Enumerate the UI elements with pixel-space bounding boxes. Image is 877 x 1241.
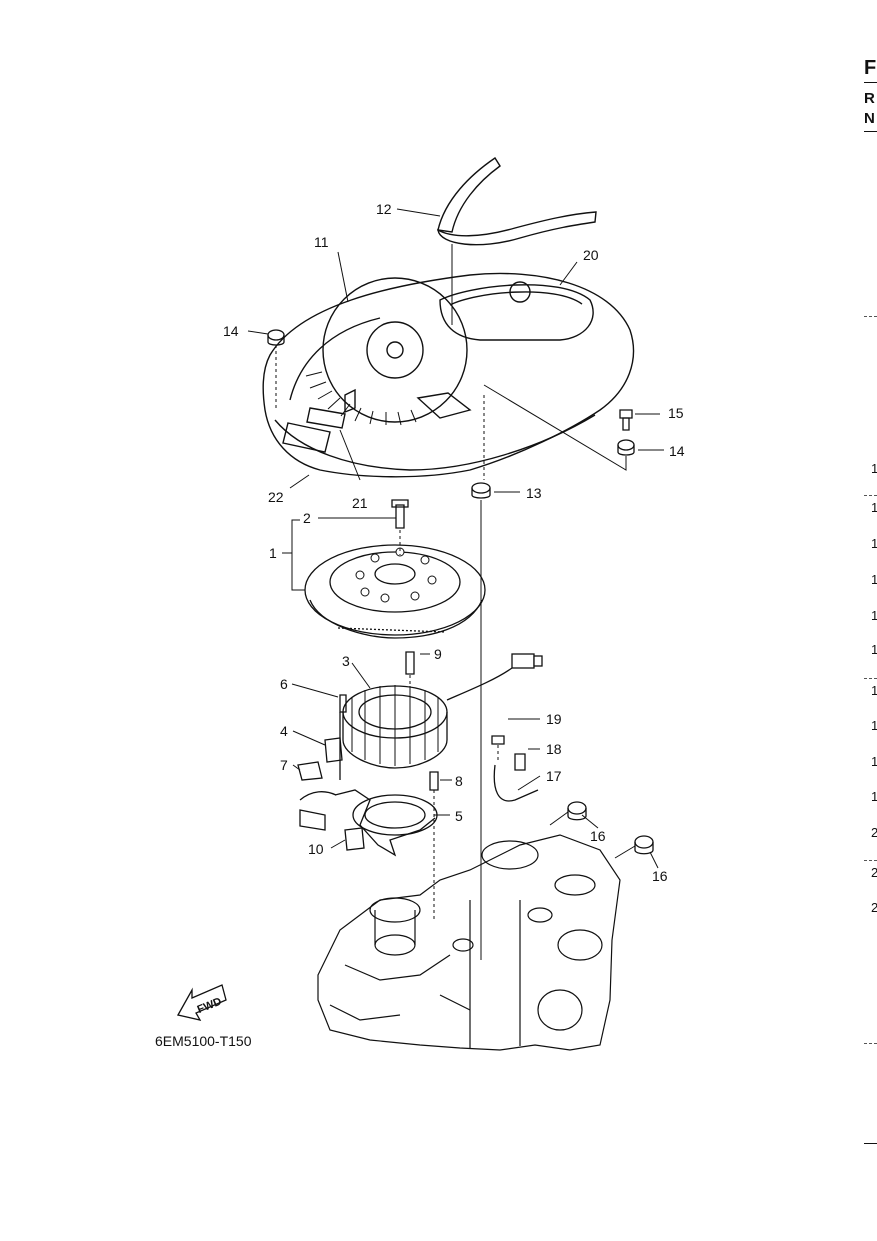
pulser-coil-base-part <box>297 694 439 857</box>
edge-row-digit: 2 <box>871 825 877 840</box>
callout-22: 22 <box>268 489 284 505</box>
edge-row-digit: 1 <box>871 683 877 698</box>
edge-row-digit: 1 <box>871 536 877 551</box>
flywheel-cover-part <box>262 272 635 478</box>
starter-cord-guide-part <box>437 157 597 246</box>
stator-assembly-part <box>342 651 543 769</box>
callout-7: 7 <box>280 757 288 773</box>
fwd-arrow-icon: FWD <box>177 984 227 1021</box>
callout-18: 18 <box>546 741 562 757</box>
edge-row-digit: 2 <box>871 865 877 880</box>
edge-header-letter: R <box>864 90 875 107</box>
callout-4: 4 <box>280 723 288 739</box>
callout-9: 9 <box>434 646 442 662</box>
edge-row-digit: 1 <box>871 642 877 657</box>
callout-21: 21 <box>352 495 368 511</box>
callout-1: 1 <box>269 545 277 561</box>
callout-17: 17 <box>546 768 562 784</box>
powerhead-block-part <box>317 834 621 1051</box>
callout-6: 6 <box>280 676 288 692</box>
edge-row-digit: 1 <box>871 461 877 476</box>
callout-10: 10 <box>308 841 324 857</box>
edge-rule <box>864 82 877 83</box>
flywheel-magneto-part <box>304 499 486 639</box>
edge-row-digit: 1 <box>871 572 877 587</box>
edge-row-digit: 1 <box>871 789 877 804</box>
edge-divider <box>864 495 877 496</box>
edge-header-letter: F <box>864 57 877 79</box>
callout-5: 5 <box>455 808 463 824</box>
edge-divider <box>864 316 877 317</box>
edge-divider <box>864 678 877 679</box>
leader-lines <box>247 208 664 960</box>
edge-row-digit: 2 <box>871 900 877 915</box>
callout-2: 2 <box>303 510 311 526</box>
callout-16-b: 16 <box>652 868 668 884</box>
callout-8: 8 <box>455 773 463 789</box>
diagram-code: 6EM5100-T150 <box>155 1033 252 1049</box>
callout-20: 20 <box>583 247 599 263</box>
callout-19: 19 <box>546 711 562 727</box>
callout-14-right: 14 <box>669 443 685 459</box>
edge-header-letter: N <box>864 110 875 127</box>
callout-12: 12 <box>376 201 392 217</box>
callout-14-top: 14 <box>223 323 239 339</box>
edge-row-digit: 1 <box>871 718 877 733</box>
edge-row-digit: 1 <box>871 500 877 515</box>
edge-divider <box>864 1043 877 1044</box>
edge-rule <box>864 131 877 132</box>
callout-11: 11 <box>314 234 329 250</box>
edge-divider <box>864 860 877 861</box>
callout-numbers: 12 11 20 14 15 14 13 22 21 2 1 3 9 6 19 … <box>223 201 685 884</box>
edge-row-digit: 1 <box>871 754 877 769</box>
callout-16-a: 16 <box>590 828 606 844</box>
callout-15: 15 <box>668 405 684 421</box>
edge-row-digit: 1 <box>871 608 877 623</box>
callout-13: 13 <box>526 485 542 501</box>
callout-3: 3 <box>342 653 350 669</box>
edge-rule <box>864 1143 877 1144</box>
